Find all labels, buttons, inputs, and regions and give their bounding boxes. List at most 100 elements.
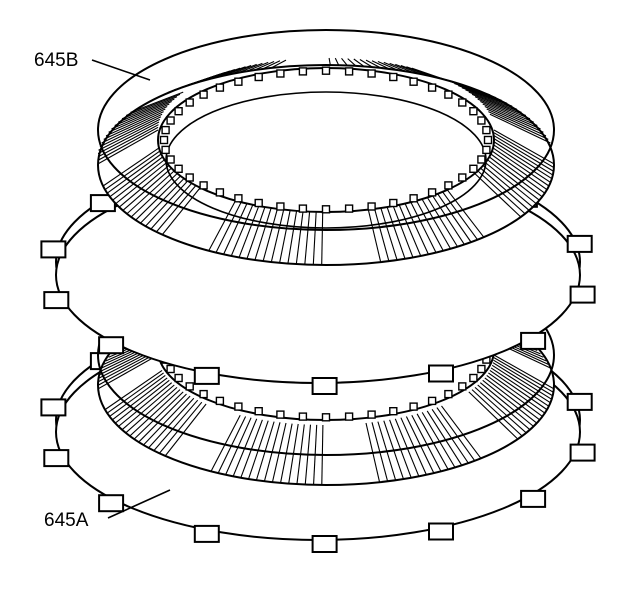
spline-tooth (166, 364, 175, 374)
spline-tooth (161, 145, 170, 155)
friction-groove (458, 85, 508, 104)
spline-tooth (185, 382, 194, 391)
friction-groove (477, 98, 534, 123)
friction-groove (238, 62, 263, 73)
friction-groove (491, 140, 554, 181)
spline-tooth (166, 116, 175, 125)
spline-tooth (477, 155, 486, 164)
friction-groove (400, 417, 430, 480)
spline-tooth (234, 402, 243, 411)
spline-tooth (234, 194, 243, 203)
spline-tooth (477, 116, 486, 125)
friction-groove (489, 113, 551, 144)
friction-groove (304, 424, 312, 485)
friction-groove (484, 105, 544, 133)
friction-groove (490, 142, 553, 184)
friction-groove (359, 59, 373, 68)
friction-plate-645b (97, 29, 555, 266)
friction-groove (130, 391, 184, 443)
friction-groove (406, 66, 437, 78)
spline-tooth (185, 173, 194, 182)
friction-groove (482, 155, 541, 202)
spline-tooth (276, 202, 285, 211)
spline-tooth (469, 106, 478, 116)
spline-tooth (389, 198, 398, 208)
friction-groove (477, 160, 535, 209)
spline-tooth (321, 66, 331, 75)
spline-tooth (166, 155, 175, 164)
spline-tooth (159, 135, 169, 145)
friction-groove (121, 386, 178, 437)
friction-groove (103, 111, 164, 140)
friction-groove (98, 354, 159, 391)
friction-groove (111, 103, 170, 130)
spline-tooth (234, 77, 243, 86)
friction-groove (149, 399, 199, 455)
spline-tooth (174, 373, 183, 383)
friction-groove (490, 367, 553, 409)
friction-groove (353, 58, 365, 67)
friction-groove (474, 96, 531, 120)
spline-tooth (409, 77, 418, 86)
friction-groove (474, 386, 531, 437)
spline-tooth (174, 164, 183, 174)
friction-groove (238, 419, 263, 483)
friction-groove (383, 61, 406, 72)
friction-groove (161, 403, 207, 461)
spline-tooth (469, 373, 478, 383)
friction-groove (155, 401, 203, 458)
spline-tooth (215, 396, 225, 406)
spline-tooth (482, 125, 491, 135)
friction-groove (371, 422, 390, 485)
friction-groove (111, 155, 170, 202)
friction-groove (105, 150, 166, 195)
spline-tooth (458, 173, 467, 182)
spline-tooth (389, 72, 398, 82)
spline-tooth (276, 69, 285, 78)
friction-groove (125, 93, 181, 117)
spline-tooth (161, 125, 170, 135)
friction-groove (489, 145, 551, 188)
friction-groove (486, 150, 547, 195)
spline-tooth (458, 382, 467, 391)
friction-groove (271, 59, 287, 69)
friction-groove (230, 418, 258, 482)
spline-tooth (444, 90, 453, 99)
friction-groove (139, 395, 191, 450)
plate-lug (566, 234, 593, 253)
friction-groove (394, 418, 422, 482)
friction-groove (491, 364, 554, 406)
friction-groove (108, 153, 168, 199)
friction-groove (208, 414, 241, 477)
friction-groove (139, 171, 191, 225)
friction-groove (477, 384, 535, 434)
friction-groove (488, 372, 549, 417)
spline-tooth (254, 407, 263, 416)
friction-groove (144, 174, 195, 228)
friction-groove (101, 369, 163, 413)
part-label-645b: 645B (34, 50, 79, 71)
plate-lug (520, 331, 547, 350)
spline-tooth (367, 69, 376, 78)
friction-groove (482, 103, 541, 130)
friction-groove (222, 417, 252, 480)
friction-groove (105, 108, 166, 137)
friction-groove (389, 62, 414, 73)
friction-groove (489, 369, 551, 413)
friction-groove (488, 111, 549, 140)
plate-lug (193, 524, 220, 543)
friction-groove (377, 60, 398, 71)
spline-tooth (427, 396, 437, 406)
spline-tooth (215, 188, 225, 197)
friction-groove (231, 63, 257, 75)
friction-groove (125, 165, 181, 215)
friction-groove (101, 113, 163, 144)
spline-tooth (344, 67, 354, 76)
plate-lug (43, 291, 70, 310)
spline-tooth (427, 188, 437, 197)
friction-groove (468, 391, 522, 443)
plate-lug (43, 449, 70, 468)
friction-groove (383, 420, 406, 485)
leader-line-645a (107, 489, 171, 519)
